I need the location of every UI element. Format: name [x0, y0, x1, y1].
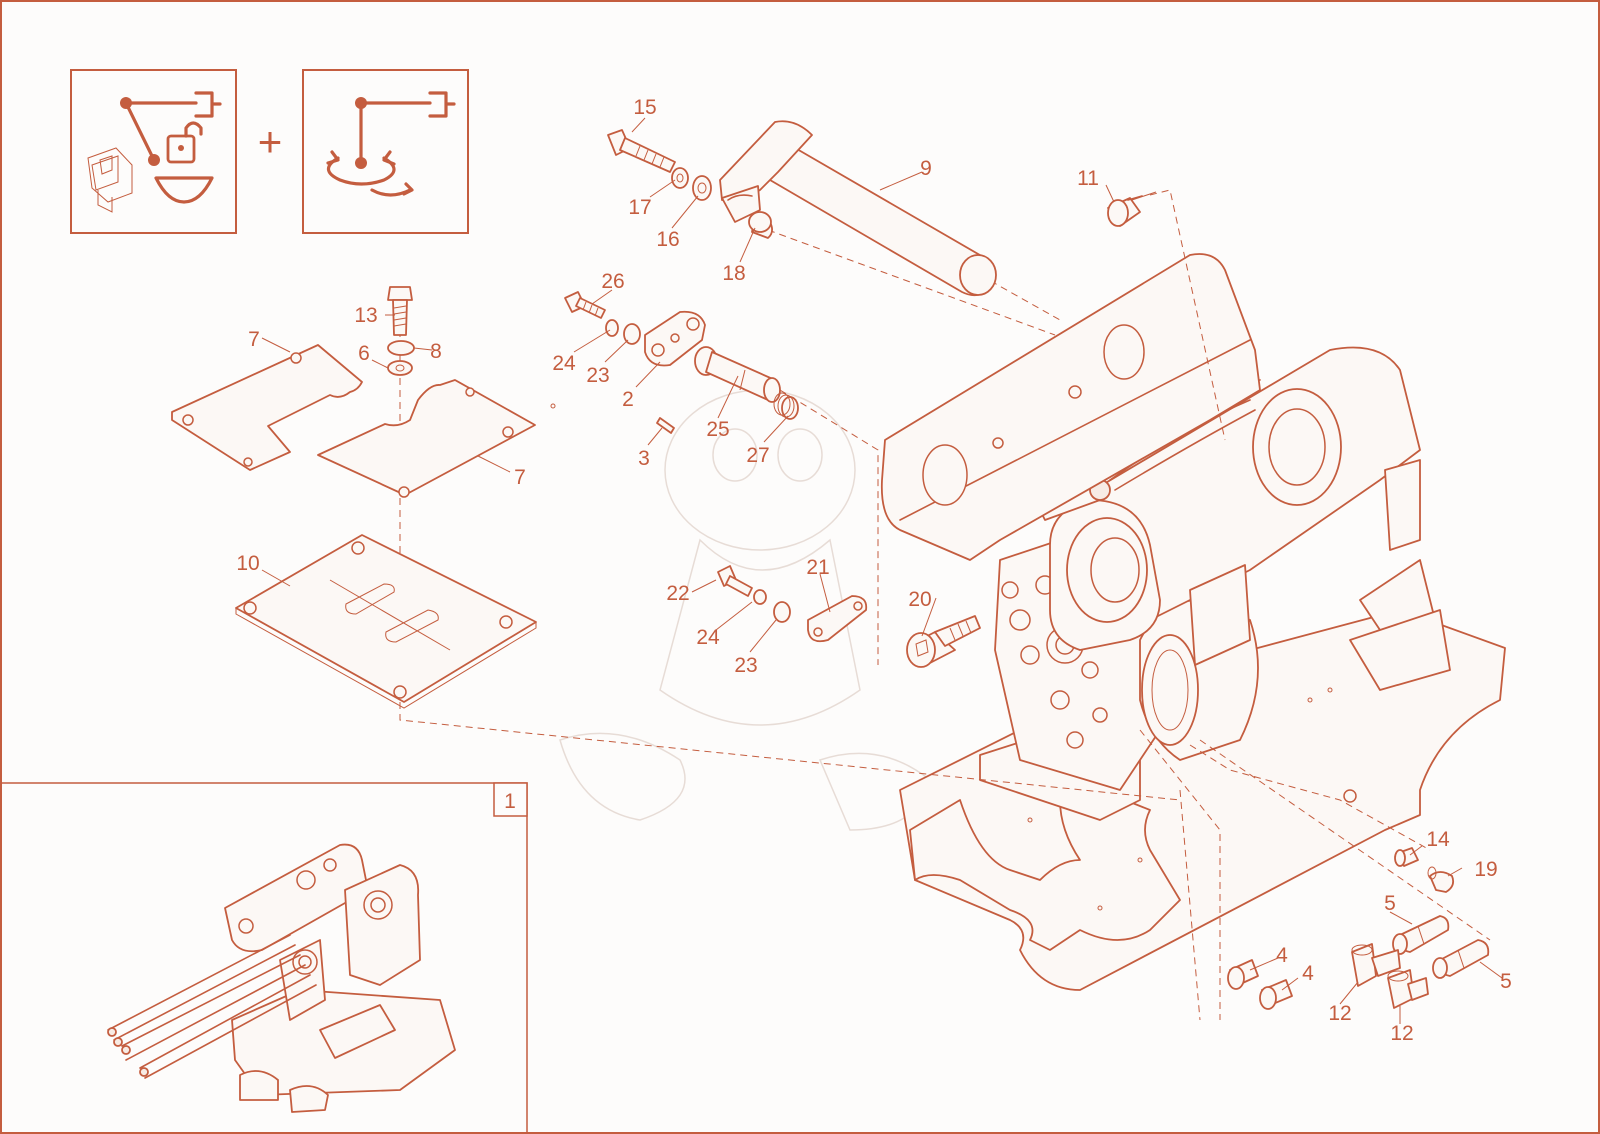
callout-10: 10 — [236, 552, 259, 575]
callout-23-lower: 23 — [734, 654, 757, 677]
tilt-lock-switch-icon — [70, 69, 237, 234]
rotation-icon — [302, 69, 469, 234]
callout-17: 17 — [628, 196, 651, 219]
callout-18: 18 — [722, 262, 745, 285]
leader-lines — [261, 117, 1503, 1024]
part-12-elbow-b — [1387, 969, 1429, 1009]
part-2-clamp — [644, 310, 706, 367]
part-11-fitting — [1107, 195, 1143, 227]
callout-8: 8 — [430, 340, 442, 363]
part-23-washer-lower — [773, 601, 791, 623]
part-12-elbow-a — [1351, 943, 1401, 987]
callout-labels: 15 9 17 16 18 11 26 24 23 2 25 3 27 13 8… — [236, 96, 1512, 1045]
part-6-washer-hole — [395, 364, 405, 372]
tiltrotator-body — [880, 253, 1506, 991]
callout-15: 15 — [633, 96, 656, 119]
part-8-washer — [387, 340, 415, 356]
callout-3: 3 — [638, 447, 650, 470]
callout-5-bottom: 5 — [1500, 970, 1512, 993]
part-26-bolt — [564, 291, 606, 319]
part-5-fitting-b — [1432, 939, 1490, 979]
callout-12-right: 12 — [1390, 1022, 1413, 1045]
plus-sign: + — [258, 118, 283, 165]
callout-13: 13 — [354, 304, 377, 327]
callout-7-top: 7 — [248, 328, 260, 351]
callout-11: 11 — [1077, 167, 1099, 190]
part-14-fitting — [1394, 847, 1419, 867]
callout-7-bottom: 7 — [514, 466, 526, 489]
part-10-plate — [235, 534, 537, 709]
part-15-bolt — [607, 129, 676, 173]
callout-14: 14 — [1426, 828, 1450, 851]
watermark-image — [559, 389, 931, 831]
part-20-screw — [906, 615, 981, 668]
part-24-washer-lower — [753, 589, 767, 605]
part-17-washer — [671, 167, 689, 189]
inset-overview: 1 — [1, 782, 528, 1133]
part-22-bolt — [717, 565, 753, 597]
alignment-lines — [399, 189, 1491, 1021]
part-4-fitting-b — [1259, 979, 1293, 1010]
callout-19: 19 — [1474, 858, 1497, 881]
part-5-fitting-a — [1392, 915, 1450, 955]
part-24-washer — [605, 319, 619, 337]
callout-12-left: 12 — [1328, 1002, 1351, 1025]
callout-25: 25 — [706, 418, 729, 441]
inset-label: 1 — [504, 790, 516, 813]
callout-9: 9 — [920, 157, 932, 180]
part-21-cover — [807, 595, 868, 643]
detail-dot — [550, 403, 556, 409]
callout-2: 2 — [622, 388, 634, 411]
part-19-elbow — [1427, 866, 1455, 893]
part-9-pin — [719, 120, 997, 297]
part-27-spring — [773, 392, 799, 420]
callout-26: 26 — [601, 270, 624, 293]
part-7-plate-right — [317, 379, 536, 498]
callout-4-top: 4 — [1276, 944, 1288, 967]
part-7-plate-left — [171, 344, 363, 471]
callout-22: 22 — [666, 582, 689, 605]
part-16-washer — [692, 175, 712, 201]
part-6-washer — [387, 360, 413, 376]
callout-27: 27 — [746, 444, 769, 467]
callout-21: 21 — [806, 556, 829, 579]
callout-24-lower: 24 — [696, 626, 720, 649]
callout-4-bottom: 4 — [1302, 962, 1314, 985]
part-4-fitting-a — [1227, 959, 1259, 990]
part-13-bolt — [387, 286, 413, 336]
callout-24: 24 — [552, 352, 576, 375]
callout-6: 6 — [358, 342, 370, 365]
callout-20: 20 — [908, 588, 931, 611]
callout-5-top: 5 — [1384, 892, 1396, 915]
part-3-pin — [656, 417, 675, 434]
callout-16: 16 — [656, 228, 679, 251]
part-23-washer — [623, 323, 641, 345]
callout-23: 23 — [586, 364, 609, 387]
part-25-shaft — [694, 346, 781, 403]
part-18-bushing — [748, 211, 773, 239]
